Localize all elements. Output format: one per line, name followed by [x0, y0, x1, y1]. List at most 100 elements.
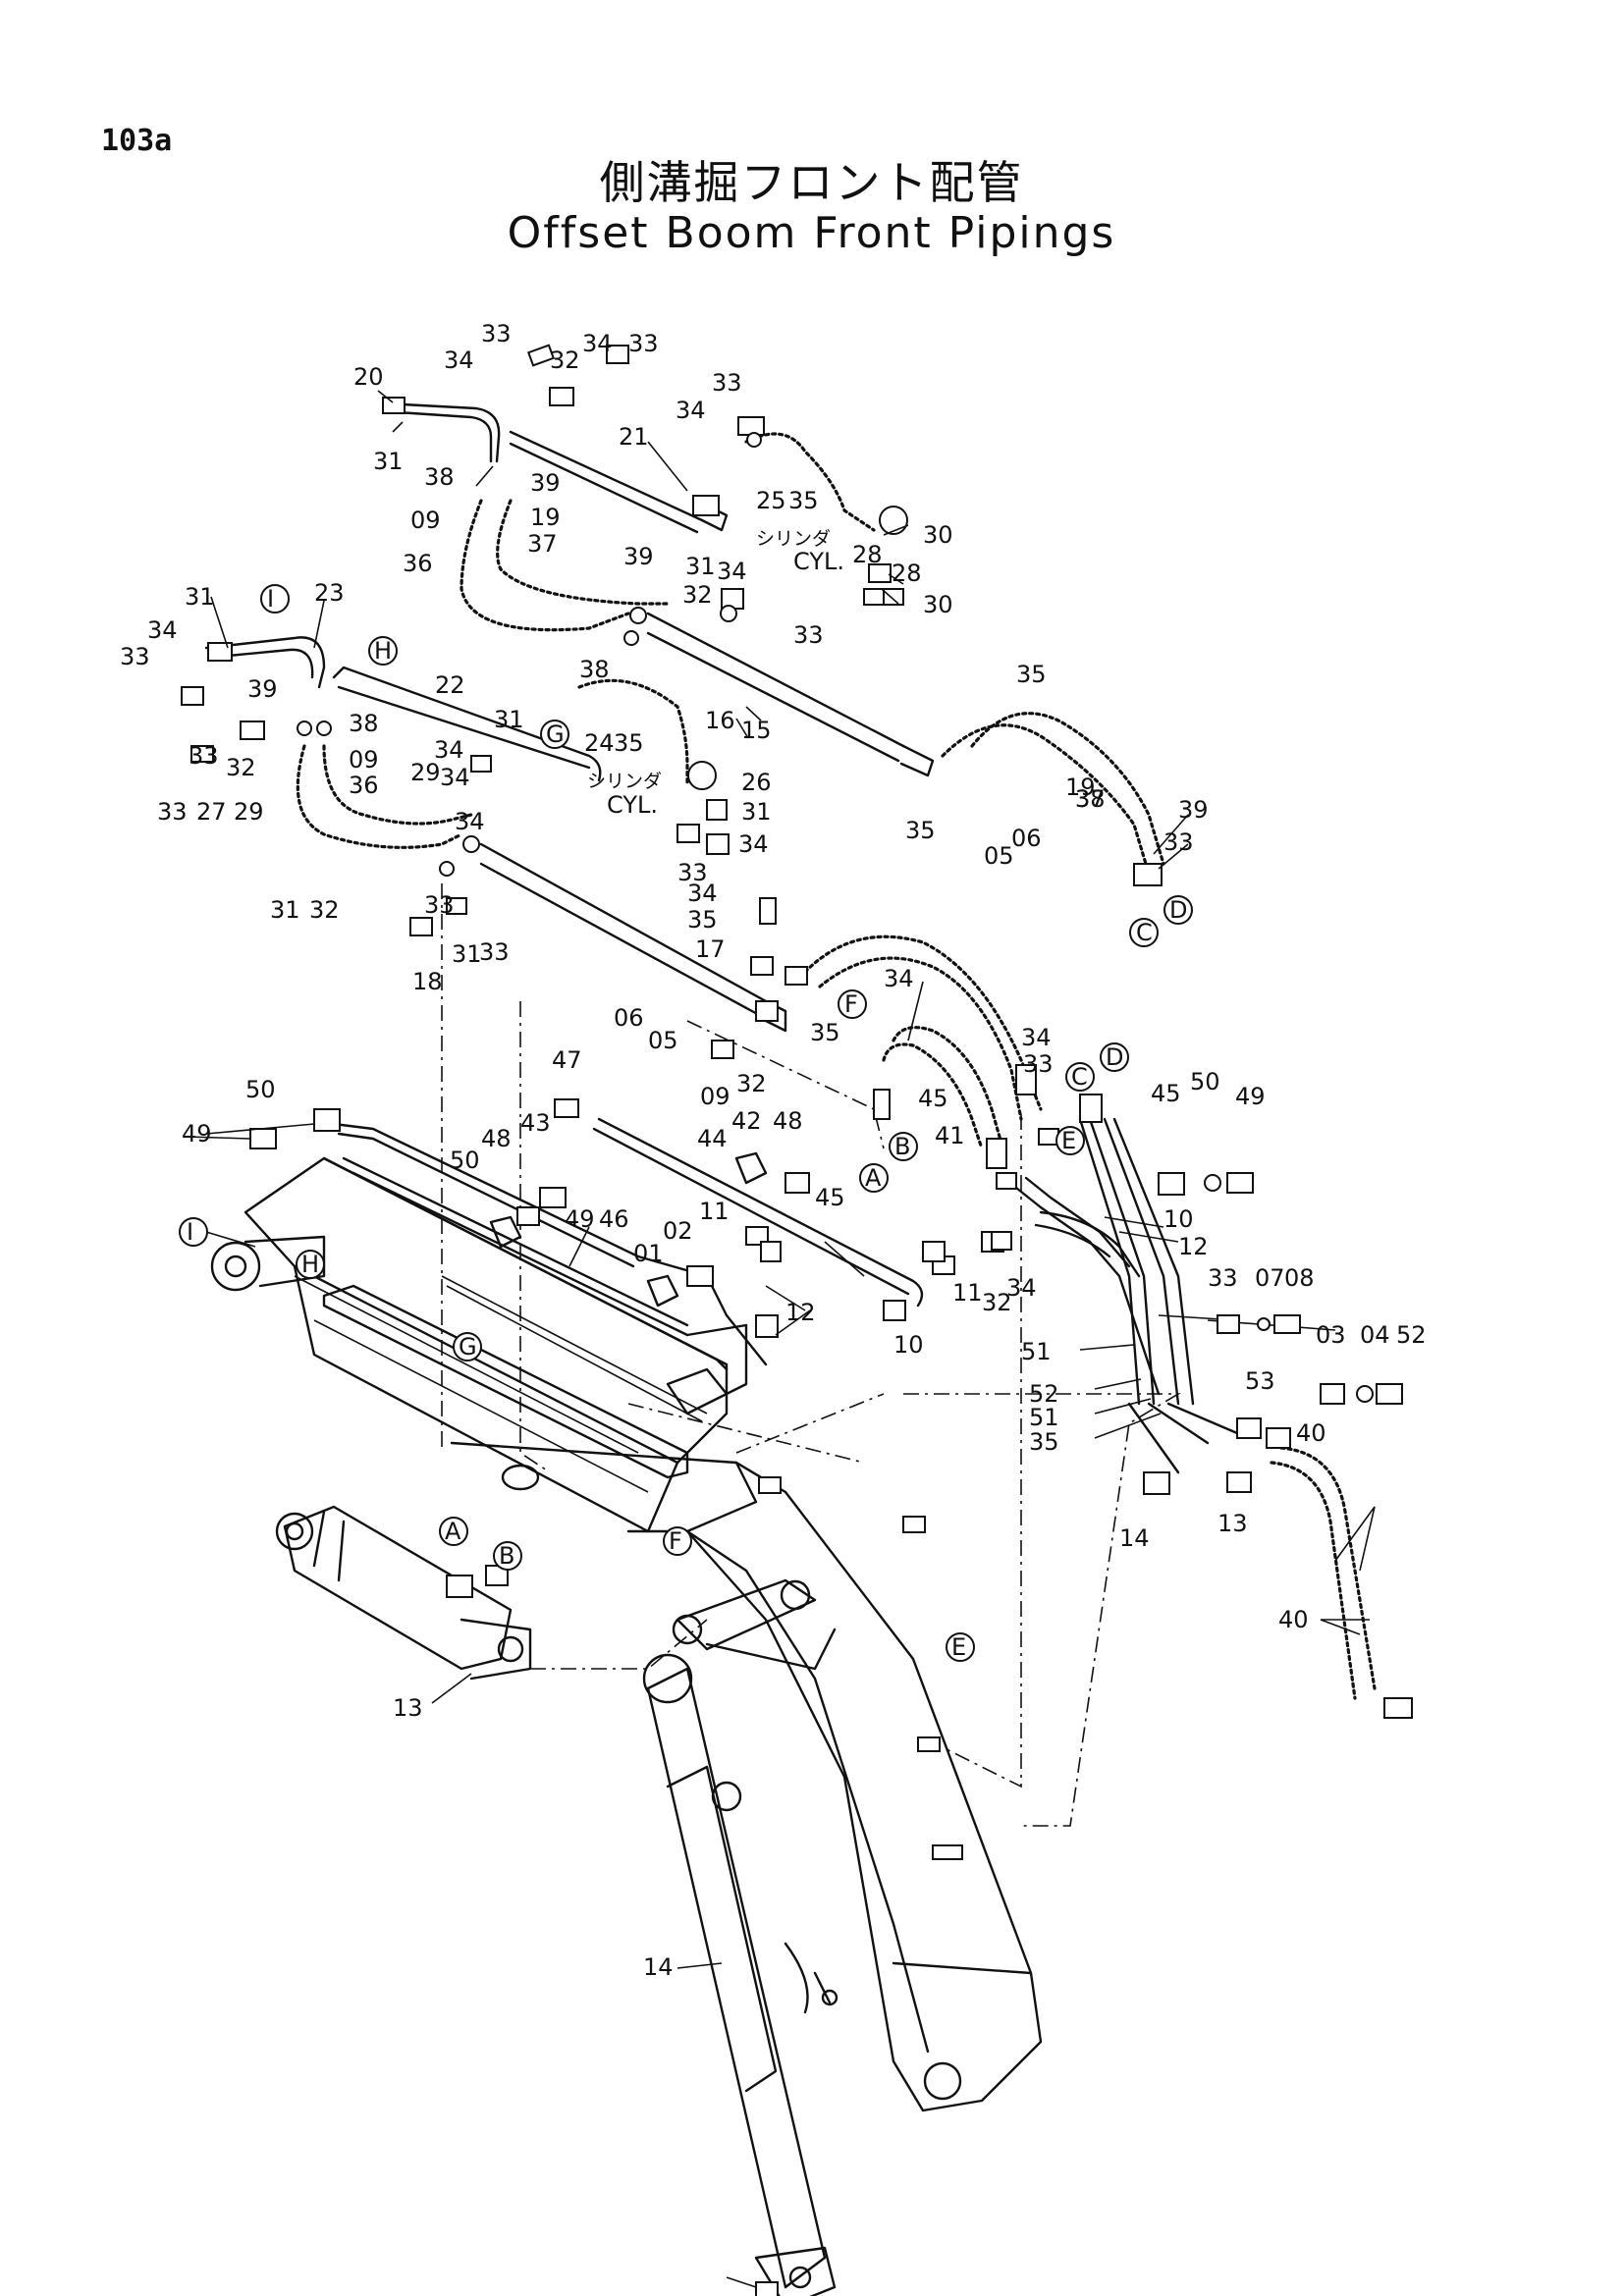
callout: 39 [530, 469, 561, 497]
callout: 34 [582, 330, 613, 357]
callout: 14 [1119, 1524, 1150, 1552]
offset-boom-body [210, 1156, 1043, 2112]
callout: 31 [270, 896, 300, 924]
svg-text:G: G [546, 721, 565, 748]
callout: 12 [785, 1299, 816, 1326]
marker-circle: D [1163, 895, 1193, 925]
callout: 28 [892, 560, 922, 587]
callout: 38 [1075, 785, 1106, 813]
callout: 48 [481, 1125, 512, 1152]
callout: 45 [815, 1184, 845, 1211]
callout: 03 [1316, 1321, 1346, 1349]
svg-text:I: I [267, 585, 274, 613]
callout: 32 [309, 896, 340, 924]
note-ja: シリンダ [756, 528, 831, 550]
callout: 01 [633, 1240, 664, 1267]
callout: 27 [196, 798, 227, 826]
callout: 34 [434, 736, 464, 764]
svg-text:E: E [1061, 1127, 1076, 1154]
callout: 09 [349, 746, 379, 774]
callout: 12 [1178, 1233, 1209, 1260]
svg-text:H: H [301, 1251, 319, 1278]
callout: 38 [349, 710, 379, 737]
callout: 44 [697, 1125, 728, 1152]
svg-text:F: F [669, 1527, 682, 1555]
callout: 08 [1284, 1264, 1315, 1292]
page-title-japanese: 側溝掘フロント配管 [599, 156, 1024, 209]
callout: 39 [247, 675, 278, 703]
callout: 29 [234, 798, 264, 826]
svg-text:C: C [1136, 919, 1153, 946]
marker-circle: E [946, 1632, 975, 1662]
callout: 11 [952, 1279, 983, 1307]
callout: 37 [1075, 785, 1106, 813]
marker-circle: H [296, 1250, 325, 1279]
callout: 37 [527, 530, 558, 558]
callout: 33 [677, 859, 708, 886]
callout: 33 [481, 320, 512, 347]
callout: 24 [584, 729, 615, 757]
marker-circle: E [1055, 1126, 1085, 1155]
callout: 31 [452, 940, 482, 968]
callout: 46 [599, 1205, 629, 1233]
callout: 33 [1023, 1050, 1054, 1078]
callout: 33 [189, 742, 219, 770]
callout: 45 [918, 1085, 948, 1112]
cylinder-13 [642, 1653, 839, 2296]
callout: 49 [182, 1120, 212, 1148]
callout: 04 [1360, 1321, 1390, 1349]
callout: 35 [1016, 661, 1047, 688]
callout: 35 [614, 729, 644, 757]
callout: 34 [884, 965, 914, 992]
marker-circle: I [260, 584, 290, 614]
callout: 13 [393, 1694, 423, 1722]
callout: 09 [410, 507, 441, 534]
callout: 41 [935, 1122, 965, 1149]
callout: 36 [349, 772, 379, 799]
marker-circle: G [453, 1332, 482, 1362]
callout: 50 [450, 1147, 480, 1174]
callout: 34 [738, 830, 769, 858]
marker-circle: D [1100, 1042, 1129, 1072]
callout: 32 [682, 581, 713, 609]
svg-text:I: I [187, 1218, 193, 1246]
callout: 23 [314, 579, 345, 607]
callout: 29 [410, 759, 441, 786]
callout: 30 [923, 591, 953, 618]
callout: 18 [412, 968, 443, 995]
callout: 05 [984, 842, 1014, 870]
callout: 34 [1006, 1274, 1037, 1302]
fittings [181, 344, 1413, 2296]
callout: 10 [893, 1331, 924, 1359]
callout: 17 [695, 935, 726, 963]
callout: 36 [403, 550, 433, 577]
note-en: CYL. [607, 791, 658, 819]
svg-text:A: A [445, 1518, 461, 1545]
callout: 31 [685, 553, 716, 580]
marker-circle: F [838, 989, 867, 1019]
note-en: CYL. [793, 548, 844, 575]
callout: 40 [1278, 1606, 1309, 1633]
svg-text:B: B [894, 1133, 910, 1160]
svg-text:G: G [459, 1333, 477, 1361]
callout: 34 [1021, 1024, 1052, 1051]
callout: 31 [741, 798, 772, 826]
callout: 05 [648, 1027, 678, 1054]
callout: 51 [1029, 1404, 1059, 1431]
callout: 33 [120, 643, 150, 670]
callout: 26 [741, 769, 772, 796]
marker-circle: A [859, 1163, 889, 1193]
svg-text:B: B [499, 1542, 514, 1570]
callout: 30 [923, 521, 953, 549]
callout: 33 [1208, 1264, 1238, 1292]
callout: 32 [550, 347, 580, 374]
callout: 49 [565, 1205, 595, 1233]
callout: 19 [1065, 774, 1096, 801]
callout: 07 [1255, 1264, 1285, 1292]
callout: 52 [1029, 1380, 1059, 1408]
marker-circle: F [663, 1526, 692, 1556]
callout: 14 [643, 1953, 674, 1981]
pipe-group-upper [396, 402, 1165, 876]
callout: 15 [741, 717, 772, 744]
